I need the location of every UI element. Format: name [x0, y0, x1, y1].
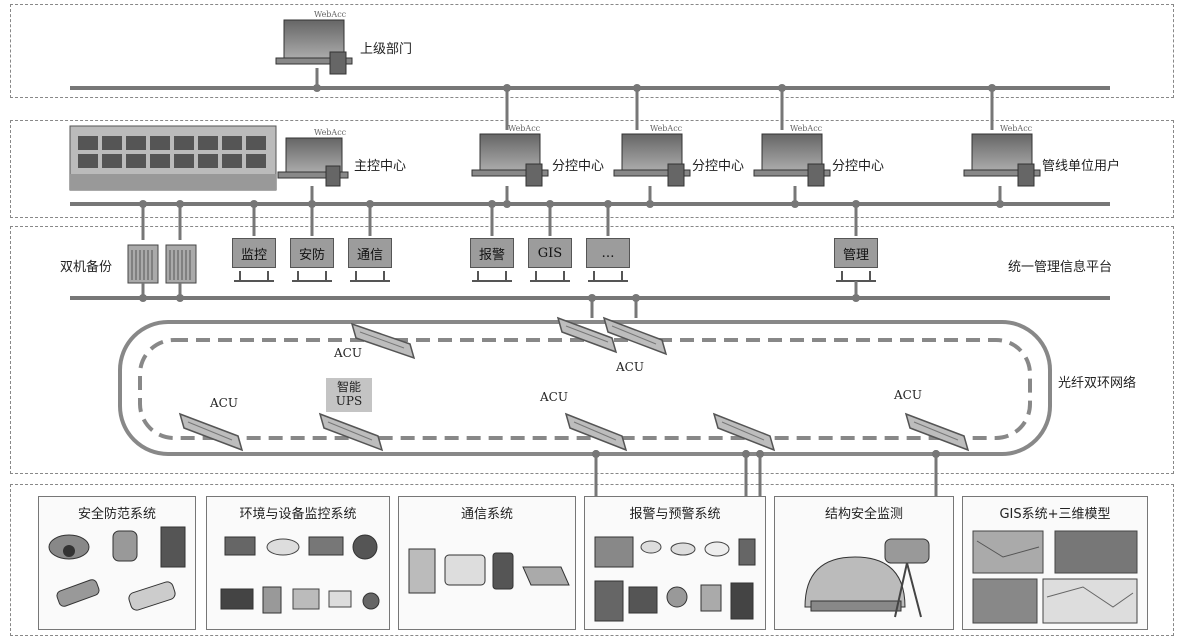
superior-label: 上级部门	[360, 42, 413, 57]
ups-label-line1: 智能	[336, 380, 361, 394]
module-gis: GIS	[528, 238, 572, 268]
superior-computer-icon	[275, 19, 353, 75]
acu-label: ACU	[616, 360, 644, 374]
system-alarm: 报警与预警系统	[584, 496, 766, 630]
pipeline-user-label: 管线单位用户	[1042, 159, 1121, 174]
branch-label-1: 分控中心	[552, 159, 605, 174]
ring-inner	[138, 338, 1032, 440]
zone-superior	[10, 4, 1174, 98]
system-title: 结构安全监测	[824, 507, 903, 522]
control-room-icon	[69, 125, 277, 191]
module-alarm: 报警	[470, 238, 514, 268]
system-title: 安全防范系统	[77, 507, 156, 522]
alarm-devices-icon	[594, 536, 756, 622]
uplinks	[505, 88, 994, 130]
structure-monitor-icon	[804, 538, 930, 618]
gis-maps-icon	[972, 530, 1138, 624]
zone-platform	[10, 226, 1174, 474]
module-monitor: 监控	[232, 238, 276, 268]
acu-label: ACU	[210, 396, 238, 410]
system-title: 报警与预警系统	[629, 507, 721, 522]
platform-title: 统一管理信息平台	[1008, 260, 1113, 275]
main-control-label: 主控中心	[354, 159, 407, 174]
module-comm: 通信	[348, 238, 392, 268]
module-more: …	[586, 238, 630, 268]
webacc-tag: WebAcc	[314, 10, 347, 19]
system-security: 安全防范系统	[38, 496, 196, 630]
acu-label: ACU	[540, 390, 568, 404]
module-manage: 管理	[834, 238, 878, 268]
acu-label: ACU	[894, 388, 922, 402]
system-title: GIS系统+三维模型	[999, 507, 1111, 522]
webacc-tag: WebAcc	[314, 128, 347, 137]
network-title: 光纤双环网络	[1058, 376, 1137, 391]
system-communication: 通信系统	[398, 496, 576, 630]
webacc-tag: WebAcc	[508, 124, 541, 133]
ups-label-line2: UPS	[335, 394, 363, 408]
communication-devices-icon	[408, 548, 570, 594]
control-drops	[310, 186, 1002, 204]
security-devices-icon	[48, 526, 186, 611]
zone-systems	[10, 484, 1174, 636]
ups-box: 智能 UPS	[326, 378, 372, 412]
webacc-tag: WebAcc	[1000, 124, 1033, 133]
webacc-tag: WebAcc	[790, 124, 823, 133]
backup-label: 双机备份	[60, 260, 113, 275]
system-title: 通信系统	[460, 507, 513, 522]
platform-drops	[141, 204, 858, 240]
system-structure: 结构安全监测	[774, 496, 954, 630]
branch-label-2: 分控中心	[692, 159, 745, 174]
ring-outer	[118, 320, 1052, 456]
backup-servers-icon	[127, 244, 197, 284]
environment-devices-icon	[220, 534, 380, 614]
module-stands	[234, 271, 876, 282]
zone-control	[10, 120, 1174, 218]
acu-ports	[187, 325, 959, 441]
acu-label: ACU	[334, 346, 362, 360]
system-environment: 环境与设备监控系统	[206, 496, 390, 630]
branch-label-3: 分控中心	[832, 159, 885, 174]
computer-icons	[277, 133, 1041, 187]
bus-nodes	[313, 84, 996, 92]
system-title: 环境与设备监控系统	[239, 507, 357, 522]
system-gis: GIS系统+三维模型	[962, 496, 1148, 630]
acu-switches	[178, 316, 970, 452]
module-security: 安防	[290, 238, 334, 268]
webacc-tag: WebAcc	[650, 124, 683, 133]
